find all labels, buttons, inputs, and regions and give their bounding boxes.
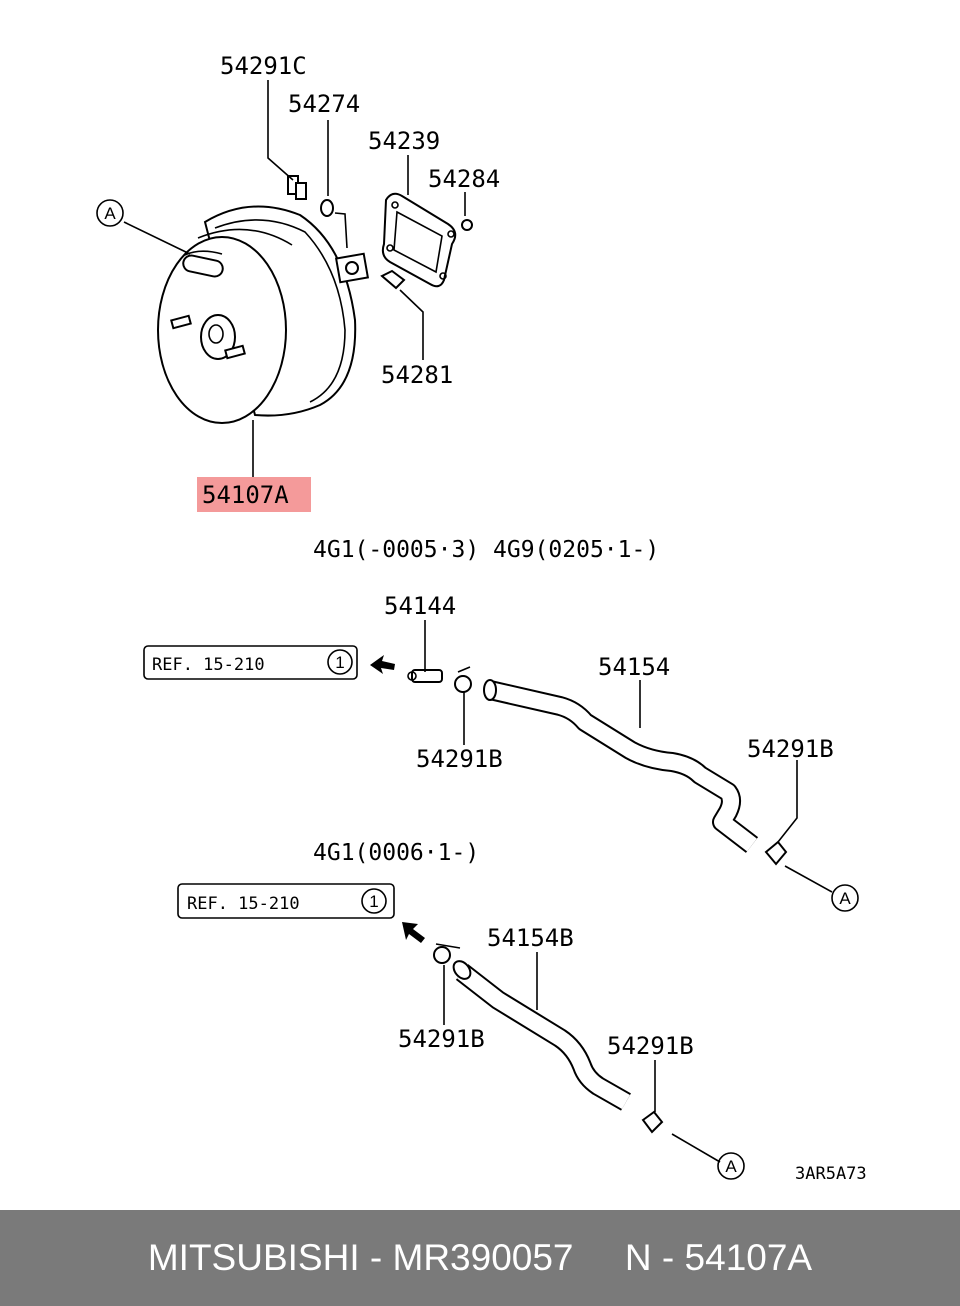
- callout-a-section-2: A: [717, 1152, 745, 1180]
- highlight-box: [197, 477, 311, 512]
- part-label-54239[interactable]: 54239: [368, 127, 440, 155]
- leader-lines-section-1: [424, 620, 833, 893]
- footer-position-prefix: N: [624, 1237, 652, 1278]
- part-label-54291B-4[interactable]: 54291B: [607, 1032, 694, 1060]
- footer-bar: MITSUBISHI - MR390057 N - 54107A: [0, 1210, 960, 1306]
- svg-text:REF. 15-210: REF. 15-210: [152, 655, 265, 675]
- part-label-54291B-2[interactable]: 54291B: [747, 735, 834, 763]
- booster-fittings-drawing: [287, 175, 473, 290]
- part-label-54154B[interactable]: 54154B: [487, 924, 574, 952]
- footer-part-number: MR390057: [392, 1237, 574, 1278]
- brake-booster-drawing: [157, 205, 357, 424]
- part-label-54284[interactable]: 54284: [428, 165, 500, 193]
- callout-a-section-1: A: [831, 884, 859, 912]
- parts-diagram: A 54291C 54274 54239 54284 54281 54107A …: [96, 52, 867, 1184]
- svg-text:REF. 15-210: REF. 15-210: [187, 894, 300, 914]
- part-label-54154[interactable]: 54154: [598, 653, 670, 681]
- part-label-54281[interactable]: 54281: [381, 361, 453, 389]
- footer-separator-2: -: [651, 1237, 685, 1278]
- ref-box-2[interactable]: REF. 15-210 1: [177, 883, 395, 919]
- hose-fittings-2: [433, 943, 461, 964]
- part-label-54291B-3[interactable]: 54291B: [398, 1025, 485, 1053]
- part-label-54291B-1[interactable]: 54291B: [416, 745, 503, 773]
- condition-label-2: 4G1(0006·1-): [313, 840, 479, 866]
- callout-a-top: A: [96, 199, 124, 227]
- part-label-54274[interactable]: 54274: [288, 90, 360, 118]
- part-label-54107A[interactable]: 54107A: [202, 481, 289, 509]
- ref-box-1[interactable]: REF. 15-210 1: [143, 645, 358, 680]
- leader-lines-top: [123, 80, 466, 478]
- leader-lines-section-2: [443, 952, 721, 1163]
- footer-position-code: 54107A: [684, 1237, 813, 1278]
- svg-text:A: A: [104, 204, 116, 223]
- condition-label-1: 4G1(-0005·3) 4G9(0205·1-): [313, 537, 659, 563]
- diagram-code: 3AR5A73: [795, 1164, 867, 1184]
- arrow-icon: [370, 655, 395, 674]
- vacuum-hose-54154: [483, 679, 788, 866]
- footer-separator: -: [359, 1237, 393, 1278]
- svg-text:A: A: [725, 1157, 737, 1176]
- svg-text:1: 1: [369, 892, 378, 911]
- hose-fittings-1: [407, 666, 472, 693]
- arrow-icon-2: [402, 922, 425, 943]
- part-label-54291C[interactable]: 54291C: [220, 52, 307, 80]
- svg-text:A: A: [839, 889, 851, 908]
- svg-text:1: 1: [335, 653, 344, 672]
- vacuum-hose-54154B: [452, 960, 664, 1134]
- footer-gap: [574, 1237, 625, 1279]
- highlighted-part-54107A[interactable]: 54107A: [197, 477, 311, 512]
- footer-brand: MITSUBISHI: [147, 1237, 360, 1278]
- part-label-54144[interactable]: 54144: [384, 592, 456, 620]
